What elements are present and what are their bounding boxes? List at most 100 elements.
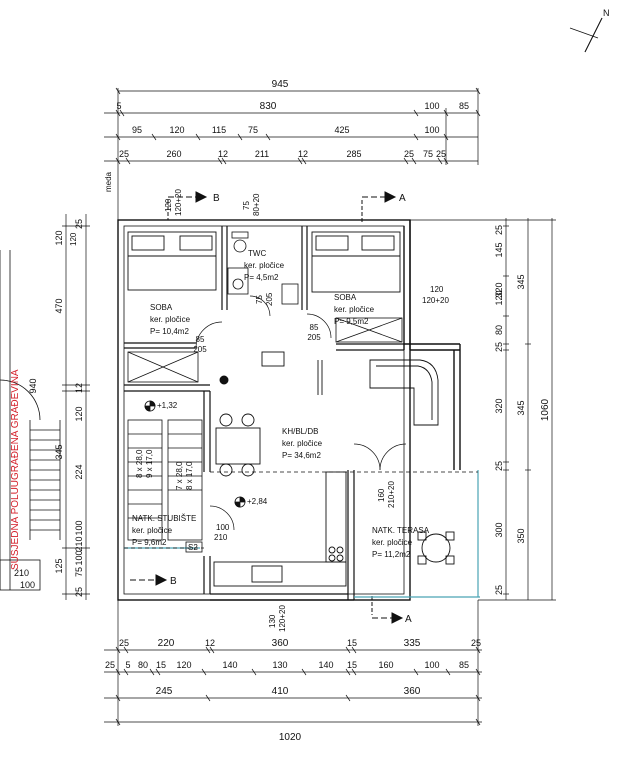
dim-bottom-r3-b: 410 <box>272 686 289 697</box>
opening-2b: 80+20 <box>252 193 261 216</box>
north-arrow-icon <box>569 17 603 53</box>
opening-1b: 120+20 <box>174 189 183 216</box>
dim-right-inner-5: 80 <box>494 325 504 335</box>
dim-top-r3-b: 260 <box>166 149 181 159</box>
section-b-bottom: B <box>170 576 177 587</box>
dim-top-r3-a: 25 <box>119 149 129 159</box>
room-finish: ker. pločice <box>372 538 413 547</box>
dim-top-r3-d: 211 <box>255 149 269 159</box>
dim-top-r3-i: 25 <box>436 149 446 159</box>
dim-bottom-r1-d: 360 <box>272 638 289 649</box>
dim-bottom-r2-g: 130 <box>272 660 287 670</box>
door-swings <box>195 295 407 531</box>
room-covered-terrace: NATK. TERASA ker. pločice P= 11,2m2 <box>372 526 430 559</box>
left-dimension-lines <box>62 214 90 600</box>
tv-icon <box>261 351 323 395</box>
room-name: SOBA <box>150 303 173 312</box>
dining-table-icon <box>215 413 261 477</box>
toilet-icon <box>227 231 299 305</box>
dim-top-r2-c: 115 <box>212 125 226 135</box>
dim-bottom-r1-g: 25 <box>471 638 481 648</box>
dim-bottom-r1-b: 220 <box>158 638 175 649</box>
dim-right-mid-2: 345 <box>516 400 526 415</box>
room-name: NATK. TERASA <box>372 526 430 535</box>
neighbor-dim-2: 100 <box>20 580 35 590</box>
opening-7: 160 <box>377 488 386 502</box>
dim-bottom-r2-h: 140 <box>318 660 333 670</box>
dim-right-mid-3: 350 <box>516 528 526 543</box>
room-area: P= 10,4m2 <box>150 327 189 336</box>
staircase-icon <box>127 419 203 541</box>
dim-top-r1-d: 85 <box>459 101 469 111</box>
dim-left-6: 345 <box>54 444 64 459</box>
room-name: NATK. STUBIŠTE <box>132 514 196 523</box>
dim-bottom-r2-c: 80 <box>138 660 148 670</box>
opening-3b: 205 <box>265 292 274 306</box>
stair-right-steps-2: 8 x 17,0 <box>185 461 194 490</box>
dim-bottom-r2-b: 5 <box>125 660 130 670</box>
dim-bottom-r2-e: 120 <box>176 660 191 670</box>
room-finish: ker. pločice <box>334 305 375 314</box>
room-finish: ker. pločice <box>150 315 191 324</box>
level-marker-icon <box>144 400 246 508</box>
dim-left-5: 120 <box>74 406 84 421</box>
opening-3: 75 <box>255 295 264 304</box>
dim-right-overall: 1060 <box>540 398 551 421</box>
room-area: P= 9,6m2 <box>132 538 167 547</box>
dim-top-r2-f: 100 <box>424 125 439 135</box>
room-name: TWC <box>248 249 266 258</box>
room-kitchen-living: KH/BL/DB ker. pločice P= 34,6m2 <box>282 427 323 460</box>
dim-right-mid-1: 345 <box>516 274 526 289</box>
opening-8: 100 <box>216 523 230 532</box>
room-finish: ker. pločice <box>132 526 173 535</box>
dim-bottom-r2-j: 160 <box>378 660 393 670</box>
kitchen-counter-icon <box>213 471 347 587</box>
room-area: P= 11,2m2 <box>372 550 411 559</box>
dim-bottom-r1-e: 15 <box>347 638 357 648</box>
dim-top-r3-c: 12 <box>218 149 228 159</box>
dim-top-r3-g: 25 <box>404 149 414 159</box>
room-finish: ker. pločice <box>282 439 323 448</box>
dim-top-r3-e: 12 <box>298 149 308 159</box>
bed-right-icon <box>311 231 401 293</box>
dim-bottom-r2-l: 85 <box>459 660 469 670</box>
room-area: P= 4,5m2 <box>244 273 279 282</box>
top-dimension-lines <box>104 87 481 220</box>
dim-top-r2-a: 95 <box>132 125 142 135</box>
bed-left-icon <box>127 231 217 291</box>
dim-right-inner-6: 25 <box>494 342 504 352</box>
section-a-top: A <box>399 193 406 204</box>
stair-right-steps-1: 7 x 28,0 <box>175 461 184 490</box>
opening-9b: 120+20 <box>278 605 287 632</box>
north-label: N <box>603 8 610 18</box>
dim-left-13: 100 <box>74 550 84 565</box>
dim-top-r2-b: 120 <box>169 125 184 135</box>
dim-right-inner-10: 25 <box>494 585 504 595</box>
dim-left-12: 25 <box>74 587 84 597</box>
dim-top-r1-c: 100 <box>424 101 439 111</box>
terrace-table-icon <box>417 531 455 565</box>
dim-top-overall: 945 <box>272 79 289 90</box>
dim-left-10: 125 <box>54 558 64 573</box>
neighbor-dim-1: 210 <box>14 568 29 578</box>
room-name: SOBA <box>334 293 357 302</box>
dim-right-inner-2: 145 <box>494 242 504 257</box>
stair-left-steps-2: 9 x 17,0 <box>145 449 154 478</box>
dim-top-r2-d: 75 <box>248 125 258 135</box>
dim-top-r1-b: 830 <box>260 101 277 112</box>
dim-left-7: 224 <box>74 464 84 479</box>
dim-left-9: 210 <box>74 536 84 551</box>
wardrobe-left-icon <box>127 351 199 383</box>
opening-4b: 205 <box>193 345 207 354</box>
room-area: P= 34,6m2 <box>282 451 321 460</box>
opening-2: 75 <box>242 201 251 210</box>
dim-top-r2-e: 425 <box>334 125 349 135</box>
dim-right-inner-8: 25 <box>494 461 504 471</box>
dim-bottom-r2-i: 15 <box>347 660 357 670</box>
dim-right-inner-1: 25 <box>494 225 504 235</box>
bottom-dimension-lines <box>104 600 482 726</box>
right-dimension-lines <box>410 218 556 601</box>
sofa-icon <box>369 359 439 426</box>
room-finish: ker. pločice <box>244 261 285 270</box>
